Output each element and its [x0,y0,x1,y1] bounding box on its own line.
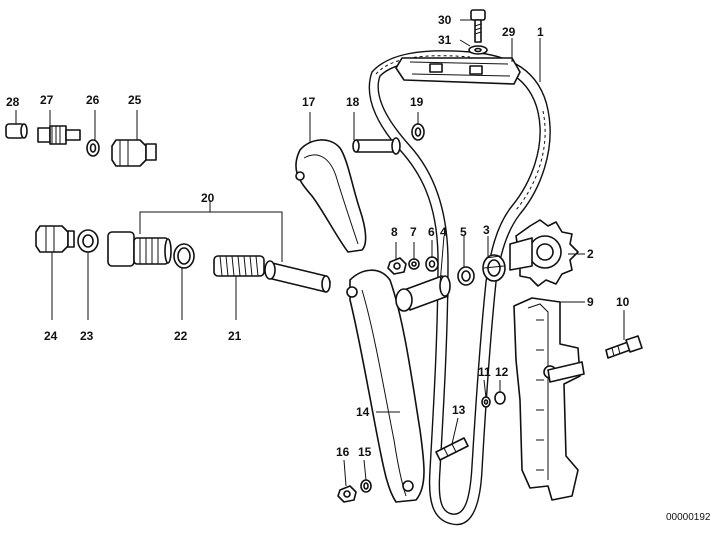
washer-15 [360,479,372,493]
callout-25: 25 [128,93,142,107]
callout-10: 10 [616,295,630,309]
tensioner-piston [264,260,331,293]
seal-ring-23 [77,229,99,253]
callout-18: 18 [346,95,360,109]
screw-plug-24 [35,225,75,253]
callout-23: 23 [80,329,94,343]
sprocket-2 [509,219,579,287]
bearing-3 [482,254,506,282]
callout-19: 19 [410,95,424,109]
callout-17: 17 [302,95,316,109]
tensioner-rail-17 [295,139,367,253]
tensioner-rail-14 [346,269,425,503]
callout-6: 6 [428,225,435,239]
bushing-12 [494,361,585,405]
bracket-20 [139,211,283,262]
washer-11 [481,396,491,408]
tensioner-housing [107,231,172,267]
pin-13 [435,437,469,461]
seal-ring-5 [457,266,475,286]
callout-7: 7 [410,225,417,239]
sleeve-part-28 [5,123,28,139]
callout-5: 5 [460,225,467,239]
callout-12: 12 [495,365,509,379]
callout-9: 9 [587,295,594,309]
seal-ring-26 [86,139,100,157]
nut-16 [337,485,357,503]
guide-rail-9 [513,297,581,501]
callout-20: 20 [201,191,215,205]
nut-8 [387,257,407,275]
callout-15: 15 [358,445,372,459]
callout-3: 3 [483,223,490,237]
callout-14: 14 [356,405,370,419]
washer-19 [411,123,425,141]
seal-ring-22 [173,243,195,269]
upper-chain-guide [395,57,521,85]
callout-27: 27 [40,93,54,107]
washer-6 [425,256,439,272]
callout-21: 21 [228,329,242,343]
bolt-10 [605,335,643,359]
callout-1: 1 [537,25,544,39]
guide-bolt [470,9,486,43]
callout-26: 26 [86,93,100,107]
callout-24: 24 [44,329,58,343]
washer-7 [408,258,420,270]
callout-4: 4 [440,225,447,239]
callout-11: 11 [478,365,491,379]
callout-2: 2 [587,247,594,261]
leader-lines [15,19,625,487]
callout-labels: 30 31 29 1 28 27 26 25 17 18 19 20 8 7 6… [6,13,711,523]
tensioner-spring-21 [213,255,265,277]
guide-washer [468,45,488,55]
callout-31: 31 [438,33,452,47]
callout-8: 8 [391,225,398,239]
bushing-4 [395,275,451,312]
callout-16: 16 [336,445,350,459]
callout-22: 22 [174,329,188,343]
callout-30: 30 [438,13,452,27]
callout-28: 28 [6,95,20,109]
callout-29: 29 [502,25,516,39]
callout-13: 13 [452,403,466,417]
pivot-pin-18 [352,137,401,155]
screw-plug-25 [111,139,157,167]
diagram-reference-number: 00000192 [666,512,711,523]
valve-part-27 [37,125,81,145]
